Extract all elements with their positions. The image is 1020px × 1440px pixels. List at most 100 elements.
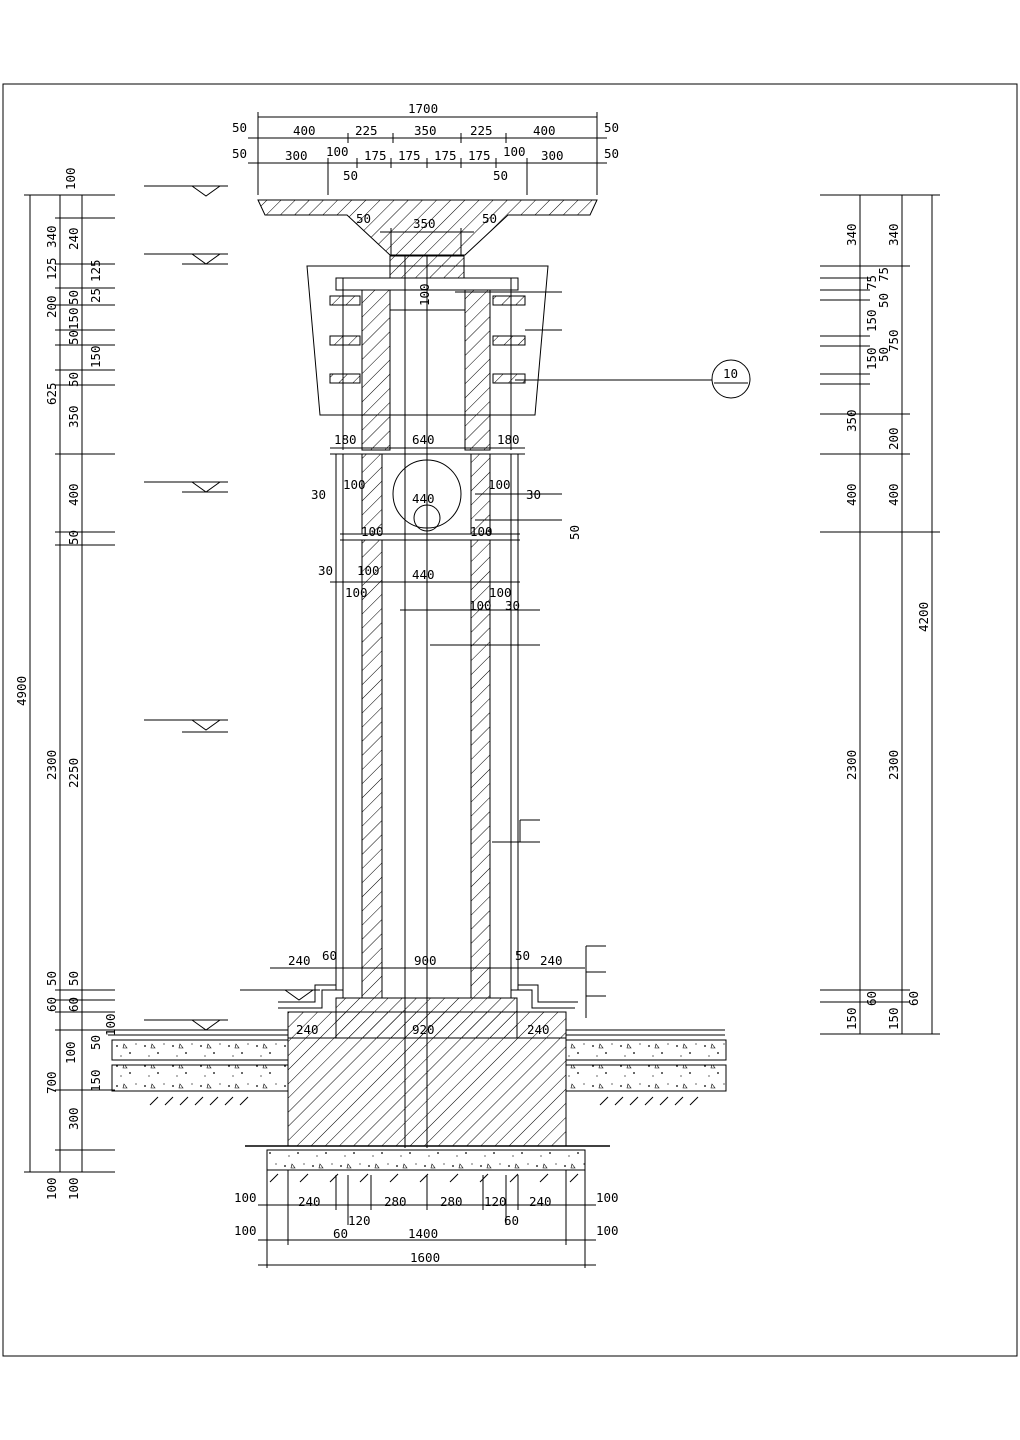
top-dimension-chain: 1700 50 400 225 350 225 400 50 50 300 10… (232, 101, 619, 195)
dim-1700: 1700 (408, 101, 438, 116)
detail-callout: 10 (711, 359, 751, 399)
ldim-50: 50 (44, 971, 59, 986)
bdim-120-l: 120 (348, 1213, 371, 1228)
elevation-markers (144, 185, 606, 1031)
dim-30-b: 30 (526, 487, 541, 502)
ldim-i-2250: 2250 (66, 758, 81, 788)
sheet-border (2, 83, 1018, 1357)
bdim-100-r: 100 (596, 1190, 619, 1205)
rdim-i-50-a: 50 (876, 293, 891, 308)
dim-440-b: 440 (412, 567, 435, 582)
ldim-700: 700 (44, 1071, 59, 1094)
ldim-i-400: 400 (66, 483, 81, 506)
dim-175-d: 175 (468, 148, 491, 163)
dim-c240-r: 240 (527, 1022, 550, 1037)
callout-number: 10 (723, 366, 738, 381)
bdim-60-r: 60 (504, 1213, 519, 1228)
dim-100-c: 100 (361, 524, 384, 539)
cap-dim-50-r: 50 (482, 211, 497, 226)
rdim-i-2300: 2300 (886, 750, 901, 780)
ground-layers (108, 1029, 727, 1183)
rdim-i-150: 150 (886, 1007, 901, 1030)
dim-top-400-l: 400 (293, 123, 316, 138)
rdim-400: 400 (844, 483, 859, 506)
rdim-340: 340 (844, 223, 859, 246)
left-dimensions: 100 340 125 200 625 4900 2300 50 60 100 … (14, 167, 118, 1200)
dim-100-cap: 100 (417, 283, 432, 306)
column-base: 240 60 900 50 240 240 920 240 (245, 948, 610, 1171)
dim-100-b: 100 (488, 477, 511, 492)
ldim-i-150-a: 150 (66, 307, 81, 330)
dim-175-c: 175 (434, 148, 457, 163)
bdim2-100-r: 100 (596, 1223, 619, 1238)
dim-50-r: 50 (604, 146, 619, 161)
ldim-i-350: 350 (66, 405, 81, 428)
ldim-i-240: 240 (66, 227, 81, 250)
ldim-i-300: 300 (66, 1107, 81, 1130)
ldim-200: 200 (44, 295, 59, 318)
dim-30-c: 30 (318, 563, 333, 578)
rdim-75: 75 (864, 275, 879, 290)
ldim-i-100: 100 (103, 1013, 118, 1036)
rdim-i-4200: 4200 (916, 602, 931, 632)
ldim-i-50-d: 50 (66, 530, 81, 545)
rdim-150-b: 150 (864, 347, 879, 370)
ldim-i-50-b: 50 (66, 330, 81, 345)
rdim-i-60: 60 (906, 991, 921, 1006)
dim-50-lower-r: 50 (493, 168, 508, 183)
bdim-100-l: 100 (234, 1190, 257, 1205)
rdim-i-200: 200 (886, 427, 901, 450)
dim-440-a: 440 (412, 491, 435, 506)
ldim-4900: 4900 (14, 676, 29, 706)
bdim-1600: 1600 (410, 1250, 440, 1265)
dim-top-50-r: 50 (604, 120, 619, 135)
dim-b240-r: 240 (540, 953, 563, 968)
dim-175-b: 175 (398, 148, 421, 163)
dim-top-350: 350 (414, 123, 437, 138)
ldim-125: 125 (44, 257, 59, 280)
bdim-240-r: 240 (529, 1194, 552, 1209)
dim-640: 640 (412, 432, 435, 447)
ldim-100: 100 (63, 167, 78, 190)
rdim-i-75: 75 (876, 267, 891, 282)
dim-30-a: 30 (311, 487, 326, 502)
bdim-120-r: 120 (484, 1194, 507, 1209)
bottom-dimensions: 100 240 280 280 120 240 100 120 60 100 6… (234, 1170, 619, 1268)
ldim-i-50-f: 50 (88, 1035, 103, 1050)
dim-50-side: 50 (567, 525, 582, 540)
rdim-60: 60 (864, 991, 879, 1006)
dim-300-r: 300 (541, 148, 564, 163)
bdim2-1400: 1400 (408, 1226, 438, 1241)
dim-c240-l: 240 (296, 1022, 319, 1037)
dim-top-225-r: 225 (470, 123, 493, 138)
dim-30-d: 30 (505, 598, 520, 613)
dim-top-400-r: 400 (533, 123, 556, 138)
leader-lines (400, 291, 712, 843)
ldim-i-125: 125 (88, 259, 103, 282)
ldim-100-a: 100 (63, 1041, 78, 1064)
dim-50-lower-l: 50 (343, 168, 358, 183)
dim-top-50-l: 50 (232, 120, 247, 135)
rdim-2300: 2300 (844, 750, 859, 780)
dim-c920: 920 (412, 1022, 435, 1037)
bdim-280-l: 280 (384, 1194, 407, 1209)
ldim-i-60: 60 (66, 997, 81, 1012)
column-capital: 100 (306, 255, 549, 451)
dim-top-225-l: 225 (355, 123, 378, 138)
cap-dim-50-l: 50 (356, 211, 371, 226)
dim-180-l: 180 (334, 432, 357, 447)
rdim-150-a: 150 (864, 309, 879, 332)
dim-175-a: 175 (364, 148, 387, 163)
dim-100-l: 100 (326, 144, 349, 159)
dim-300-l: 300 (285, 148, 308, 163)
right-dimensions: 340 75 150 150 350 400 2300 60 150 340 7… (820, 194, 940, 1035)
ldim-i-50-c: 50 (66, 372, 81, 387)
rdim-i-400: 400 (886, 483, 901, 506)
bdim2-60: 60 (333, 1226, 348, 1241)
dim-b900: 900 (414, 953, 437, 968)
rdim-350: 350 (844, 409, 859, 432)
dim-180-r: 180 (497, 432, 520, 447)
ldim-i-100-b: 100 (66, 1177, 81, 1200)
bdim-240-l: 240 (298, 1194, 321, 1209)
column-shaft: 180 640 180 30 100 440 100 30 100 100 50… (311, 256, 582, 1148)
